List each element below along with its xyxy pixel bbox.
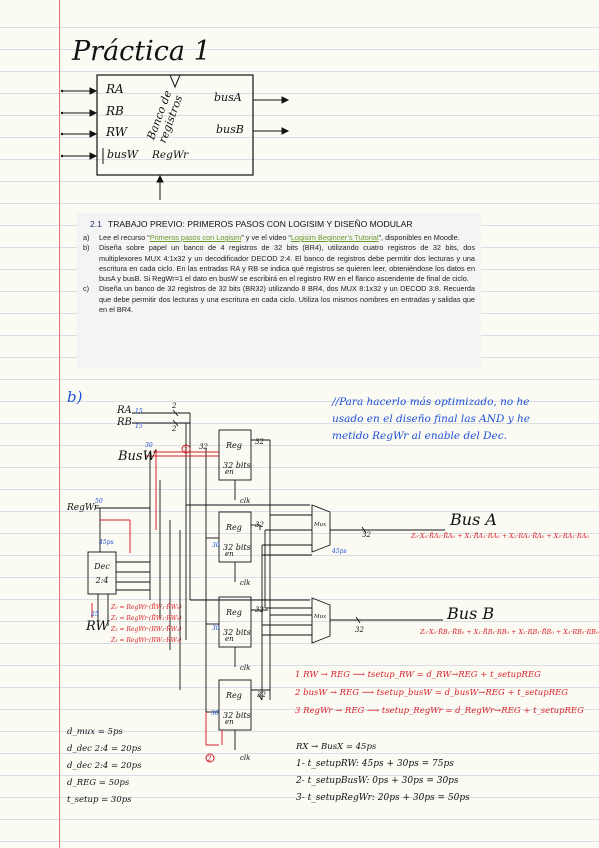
decoder-output-z2: Z₂ = RegWr·(RW₁·R̄W₀) (111, 626, 182, 633)
svg-text:clk: clk (240, 497, 250, 505)
svg-text:clk: clk (240, 579, 250, 587)
timing-path-2: 2 busW → REG ⟶ tsetup_busW = d_busW→REG … (295, 688, 569, 698)
svg-text:30: 30 (145, 442, 153, 449)
item-text: Diseña un banco de 32 registros de 32 bi… (99, 284, 475, 315)
delay-setup: t_setup = 30ps (67, 795, 132, 805)
reg-0-label: Reg (226, 441, 242, 450)
delay-dec-2: d_dec 2:4 = 20ps (67, 761, 142, 771)
reg-0-bits: 32 bits (223, 461, 251, 470)
link-primeros-pasos[interactable]: Primeros pasos con Logisim (149, 233, 242, 242)
reg-1-bits: 32 bits (223, 543, 251, 552)
design-note: //Para hacerlo más optimizado, no he usa… (332, 396, 530, 442)
decoder-output-z0: Z₀ = RegWr·(R̄W₁·R̄W₀) (111, 604, 182, 611)
svg-text:en: en (225, 635, 234, 643)
output-busa: busA (214, 91, 242, 104)
bus-a-expression: Z₀·X₀·R̄A₁·R̄A₀ + X₁·R̄A₁·RA₀ + X₂·RA₁·R… (411, 532, 589, 540)
svg-text:en: en (225, 718, 234, 726)
item-text: Diseña sobre papel un banco de 4 registr… (99, 243, 475, 284)
margin-line (59, 0, 60, 848)
svg-text:32: 32 (255, 438, 264, 446)
svg-text:clk: clk (240, 754, 250, 762)
exercise-item: c) Diseña un banco de 32 registros de 32… (83, 284, 475, 315)
input-ra: RA (106, 82, 124, 96)
mux-b-label: Mux (314, 614, 327, 620)
svg-text:32: 32 (355, 626, 364, 634)
link-beginners-tutorial[interactable]: Logisim Beginner’s Tutorial (290, 233, 379, 242)
svg-text:30: 30 (211, 710, 219, 717)
decoder-output-z1: Z₁ = RegWr·(R̄W₁·RW₀) (111, 615, 182, 622)
schematic-input-busw: BusW (118, 449, 156, 464)
timing-path-3: 3 RegWr → REG ⟶ tsetup_RegWr = d_RegWr→R… (295, 706, 584, 716)
section-heading: 2.1 TRABAJO PREVIO: PRIMEROS PASOS CON LO… (90, 219, 413, 229)
svg-text:45ps: 45ps (331, 548, 347, 555)
svg-text:30: 30 (212, 625, 220, 632)
decoder-output-z3: Z₃ = RegWr·(RW₁·RW₀) (111, 637, 182, 644)
timing-path-1: 1 RW → REG ⟶ tsetup_RW = d_RW→REG + t_se… (295, 670, 541, 680)
reg-3-bits: 32 bits (223, 711, 251, 720)
reg-1-label: Reg (226, 523, 242, 532)
svg-text:2: 2 (171, 402, 177, 410)
input-busw: busW (107, 148, 139, 161)
page-title: Práctica 1 (72, 36, 211, 67)
svg-text:clk: clk (240, 664, 250, 672)
svg-text:32: 32 (257, 691, 266, 699)
decoder-label: Dec 2:4 (94, 562, 110, 585)
printed-exercise-box: 2.1 TRABAJO PREVIO: PRIMEROS PASOS CON LO… (77, 213, 481, 368)
mux-a-label: Mux (314, 522, 327, 528)
exercise-list: a) Lee el recurso “Primeros pasos con Lo… (83, 233, 475, 315)
reg-3-label: Reg (226, 691, 242, 700)
input-rw: RW (106, 125, 128, 139)
svg-text:32: 32 (255, 606, 264, 614)
input-rb: RB (106, 104, 124, 118)
bus-b-label: Bus B (447, 604, 495, 623)
svg-text:50: 50 (95, 498, 103, 505)
svg-text:30: 30 (212, 542, 220, 549)
svg-text:45ps: 45ps (98, 539, 114, 546)
item-marker: b) (83, 243, 90, 253)
exercise-item: b) Diseña sobre papel un banco de 4 regi… (83, 243, 475, 284)
result-line-1: 1- t_setupRW: 45ps + 30ps = 75ps (296, 759, 454, 769)
svg-text:32: 32 (199, 443, 208, 451)
svg-text:2: 2 (206, 755, 212, 763)
result-line-3: 3- t_setupRegWr: 20ps + 30ps = 50ps (296, 793, 470, 803)
item-marker: c) (83, 284, 90, 294)
reg-2-label: Reg (226, 608, 242, 617)
svg-text:32: 32 (362, 531, 371, 539)
svg-text:25: 25 (90, 611, 99, 618)
svg-text:15: 15 (135, 423, 143, 430)
bus-a-label: Bus A (450, 510, 497, 529)
output-busb: busB (216, 123, 244, 136)
result-rx-busx: RX → BusX = 45ps (296, 742, 377, 752)
part-b-label: b) (67, 388, 83, 406)
section-title: TRABAJO PREVIO: PRIMEROS PASOS CON LOGIS… (107, 219, 413, 229)
svg-text:en: en (225, 468, 234, 476)
result-line-2: 2- t_setupBusW: 0ps + 30ps = 30ps (296, 776, 459, 786)
svg-text:2: 2 (171, 425, 177, 433)
svg-text:2: 2 (182, 446, 188, 454)
bus-b-expression: Z₀·X₀·R̄B₁·R̄B₀ + X₁·R̄B₁·RB₀ + X₂·RB₁·R… (420, 628, 599, 636)
item-marker: a) (83, 233, 90, 242)
delay-dec-1: d_dec 2:4 = 20ps (67, 744, 142, 754)
control-regwr: RegWr (152, 149, 189, 161)
schematic-input-rw: RW (86, 619, 109, 634)
svg-text:en: en (225, 550, 234, 558)
delay-mux: d_mux = 5ps (67, 727, 123, 737)
schematic-input-rb: RB (117, 417, 132, 428)
exercise-item: a) Lee el recurso “Primeros pasos con Lo… (83, 233, 460, 242)
svg-text:15: 15 (135, 408, 143, 415)
schematic-input-regwr: RegWr (67, 503, 99, 513)
section-number: 2.1 (90, 219, 102, 229)
svg-text:32: 32 (255, 521, 264, 529)
delay-reg: d_REG = 50ps (67, 778, 130, 788)
reg-2-bits: 32 bits (223, 628, 251, 637)
schematic-input-ra: RA (117, 405, 132, 416)
